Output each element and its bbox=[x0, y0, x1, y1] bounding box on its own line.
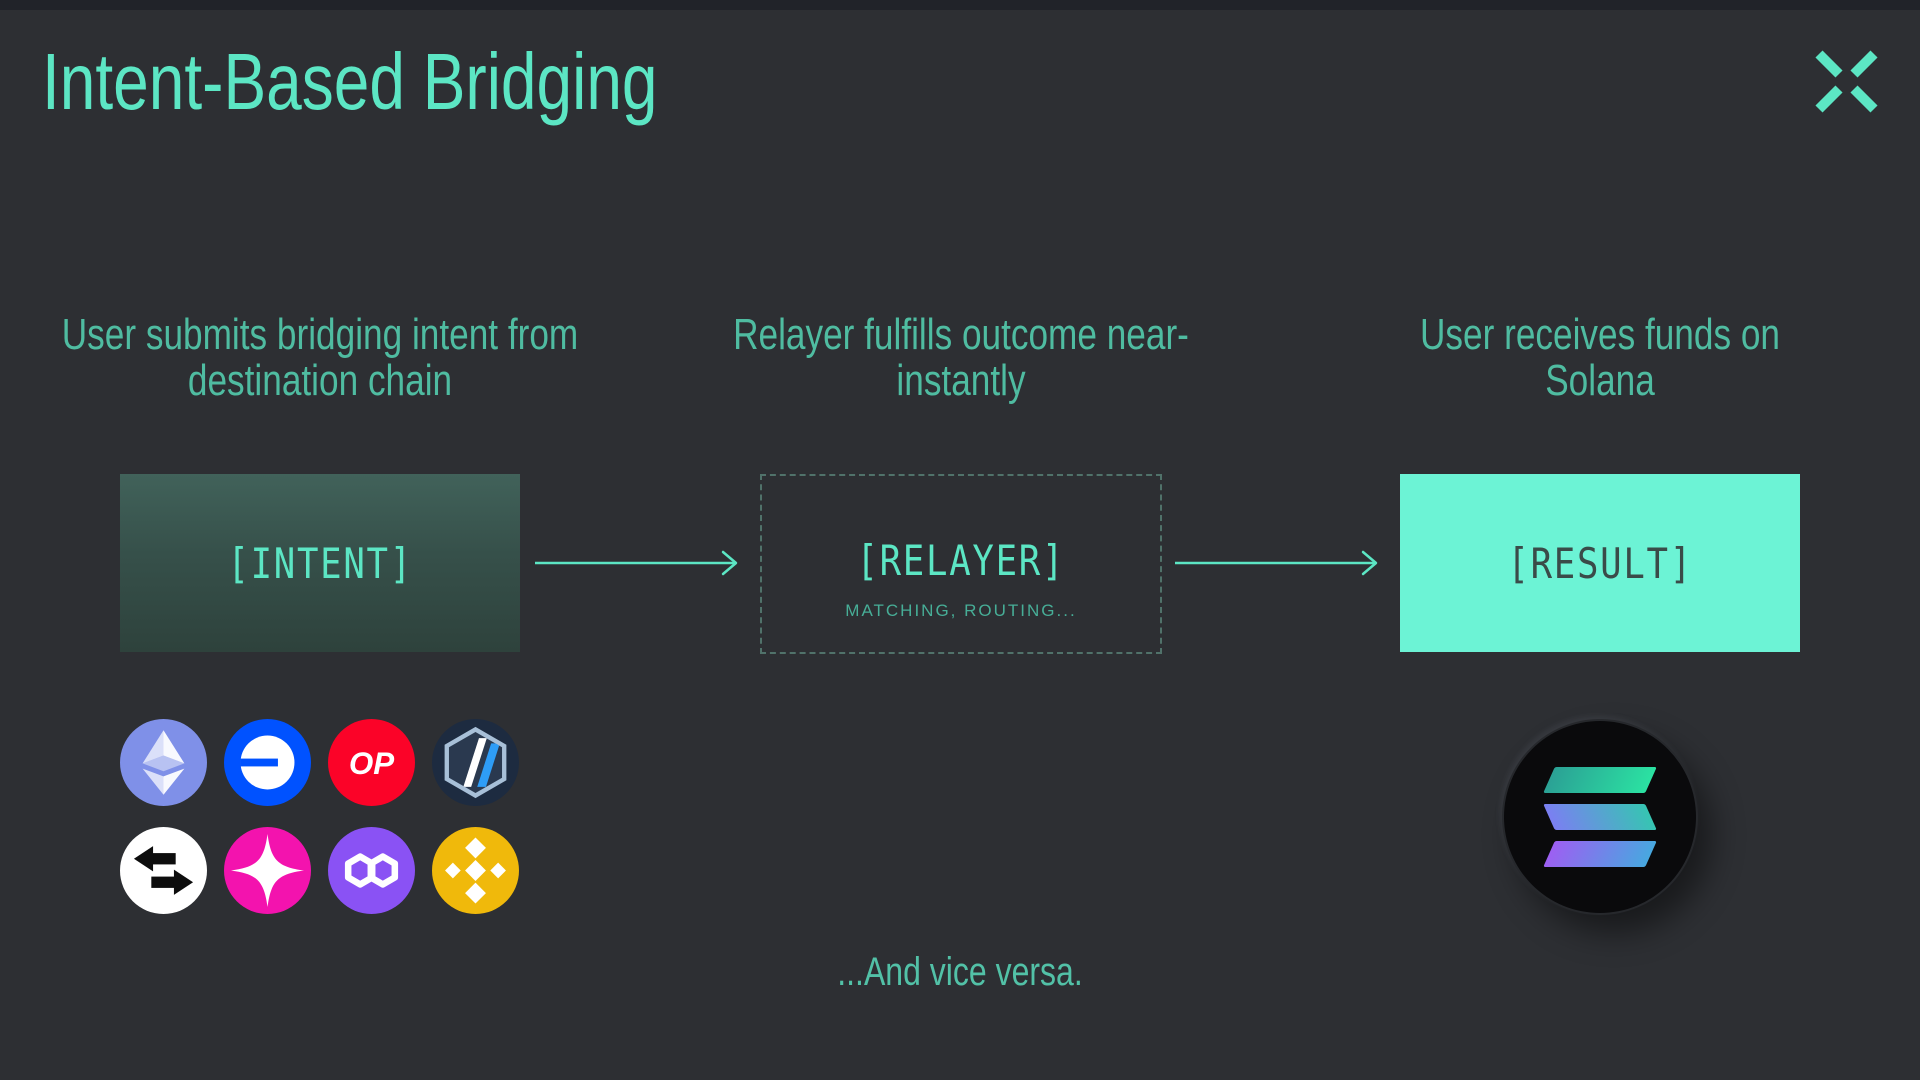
relayer-sublabel: MATCHING, ROUTING... bbox=[845, 600, 1077, 620]
relayer-label-stack: [RELAYER] MATCHING, ROUTING... bbox=[838, 536, 1084, 621]
heading-result-step: User receives funds on Solana bbox=[1420, 310, 1780, 405]
relayer-label: [RELAYER] bbox=[856, 535, 1066, 585]
source-chains-grid: OP bbox=[120, 719, 519, 914]
intent-box: [INTENT] bbox=[120, 474, 520, 652]
solana-bar-bottom bbox=[1543, 841, 1657, 867]
intent-label: [INTENT] bbox=[227, 538, 413, 588]
x-logo-icon bbox=[1815, 50, 1878, 113]
chain-icon-polygon bbox=[328, 827, 415, 914]
page-title: Intent-Based Bridging bbox=[42, 37, 658, 126]
result-box: [RESULT] bbox=[1400, 474, 1800, 652]
relayer-box: [RELAYER] MATCHING, ROUTING... bbox=[760, 474, 1162, 654]
chain-icon-swap-arrows bbox=[120, 827, 207, 914]
result-label: [RESULT] bbox=[1507, 538, 1693, 588]
chain-icon-pink-sparkle bbox=[224, 827, 311, 914]
optimism-label: OP bbox=[349, 746, 394, 781]
chain-icon-base bbox=[224, 719, 311, 806]
heading-intent-step: User submits bridging intent from destin… bbox=[61, 310, 579, 405]
chain-icon-arbitrum bbox=[432, 719, 519, 806]
top-edge-strip bbox=[0, 0, 1920, 10]
solana-bar-top bbox=[1543, 767, 1657, 793]
heading-relayer-step: Relayer fulfills outcome near-instantly bbox=[733, 310, 1189, 405]
solana-bar-middle bbox=[1543, 804, 1657, 830]
chain-icon-ethereum bbox=[120, 719, 207, 806]
chain-icon-bnb bbox=[432, 827, 519, 914]
chain-icon-optimism: OP bbox=[328, 719, 415, 806]
footer-note: ...And vice versa. bbox=[837, 950, 1083, 994]
arrow-relayer-to-result-icon bbox=[1175, 550, 1378, 576]
solana-coin-icon bbox=[1502, 719, 1698, 915]
arrow-intent-to-relayer-icon bbox=[535, 550, 738, 576]
